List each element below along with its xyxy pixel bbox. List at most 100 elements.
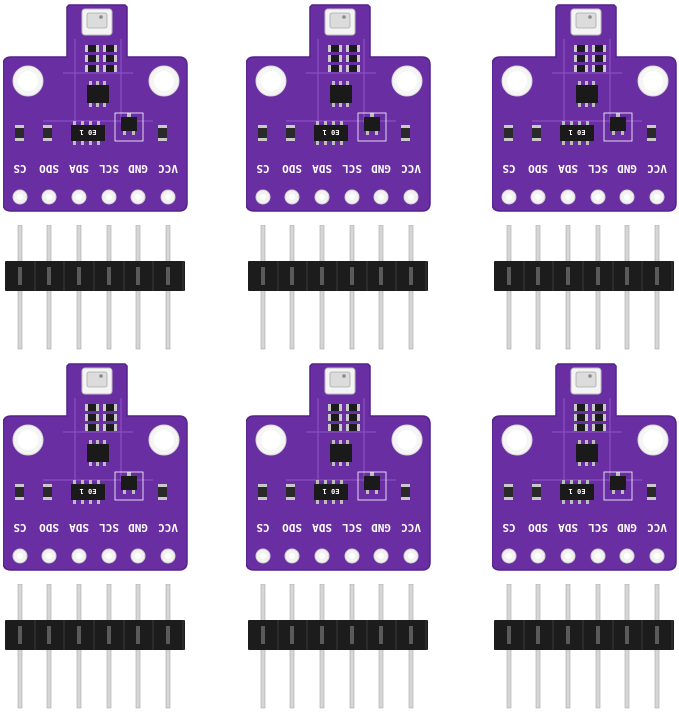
smd-component: [328, 414, 342, 421]
chip-marking: E0 1: [323, 487, 340, 495]
smd-component: [85, 424, 99, 431]
pin-label-sdo: SDO: [528, 521, 548, 534]
regulator-chip: [576, 440, 598, 466]
header-body: [494, 261, 674, 291]
header-body: [5, 261, 185, 291]
capacitor: [532, 125, 541, 141]
regulator-chip: [330, 440, 352, 466]
capacitor: [43, 484, 52, 500]
pin-header-icon: [5, 584, 185, 709]
smd-component: [574, 414, 588, 421]
transistor: [603, 471, 633, 501]
chip-marking: E0 1: [323, 128, 340, 136]
pin-label-sda: SDA: [69, 162, 89, 175]
pin-label-sda: SDA: [312, 162, 332, 175]
regulator-chip: [330, 81, 352, 107]
pin-label-cs: CS: [256, 162, 269, 175]
regulator-chip: [576, 81, 598, 107]
pin-label-cs: CS: [13, 521, 26, 534]
pin-label-sda: SDA: [558, 162, 578, 175]
smd-component: [103, 45, 117, 52]
shifter-chip: E0 1: [560, 121, 594, 145]
chip-marking: E0 1: [80, 487, 97, 495]
smd-component: [346, 424, 360, 431]
capacitor: [158, 484, 167, 500]
smd-component: [592, 424, 606, 431]
pin-label-vcc: VCC: [158, 521, 178, 534]
smd-component: [85, 414, 99, 421]
capacitor: [532, 484, 541, 500]
pcb-outline: [246, 4, 431, 212]
capacitor: [258, 125, 267, 141]
pin-label-gnd: GND: [617, 521, 637, 534]
pin-header-icon: [494, 584, 674, 709]
transistor: [357, 471, 387, 501]
pin-label-gnd: GND: [371, 521, 391, 534]
pin-label-gnd: GND: [617, 162, 637, 175]
pin-label-vcc: VCC: [158, 162, 178, 175]
pin-label-sdo: SDO: [39, 521, 59, 534]
pressure-sensor-icon: [570, 8, 602, 36]
capacitor: [401, 484, 410, 500]
pcb-traces: [286, 39, 396, 123]
pressure-sensor-icon: [324, 8, 356, 36]
pcb-traces: [43, 39, 153, 123]
pin-header-icon: [248, 225, 428, 350]
smd-component: [85, 404, 99, 411]
pressure-sensor-icon: [81, 367, 113, 395]
shifter-chip: E0 1: [71, 121, 105, 145]
smd-component: [346, 55, 360, 62]
smd-component: [574, 45, 588, 52]
pin-label-sdo: SDO: [528, 162, 548, 175]
pcb-outline: [492, 4, 677, 212]
capacitor: [401, 125, 410, 141]
regulator-chip: [87, 81, 109, 107]
smd-component: [574, 424, 588, 431]
smd-component: [103, 404, 117, 411]
smd-component: [328, 65, 342, 72]
smd-component: [328, 424, 342, 431]
smd-component: [574, 404, 588, 411]
header-body: [248, 620, 428, 650]
pcb-traces: [532, 39, 642, 123]
pin-label-vcc: VCC: [647, 521, 667, 534]
pin-label-gnd: GND: [128, 521, 148, 534]
smd-component: [85, 45, 99, 52]
pin-label-scl: SCL: [588, 521, 608, 534]
pin-label-scl: SCL: [99, 521, 119, 534]
smd-component: [592, 55, 606, 62]
header-body: [248, 261, 428, 291]
pcb-traces: [286, 398, 396, 482]
capacitor: [158, 125, 167, 141]
smd-component: [346, 45, 360, 52]
pcb-traces: [532, 398, 642, 482]
smd-component: [592, 65, 606, 72]
pin-label-vcc: VCC: [401, 521, 421, 534]
pressure-sensor-icon: [81, 8, 113, 36]
pin-label-gnd: GND: [128, 162, 148, 175]
smd-component: [592, 414, 606, 421]
shifter-chip: E0 1: [560, 480, 594, 504]
smd-component: [328, 55, 342, 62]
pcb-outline: [246, 363, 431, 571]
pin-label-sdo: SDO: [39, 162, 59, 175]
pin-label-vcc: VCC: [401, 162, 421, 175]
smd-component: [328, 45, 342, 52]
capacitor: [15, 125, 24, 141]
pressure-sensor-icon: [324, 367, 356, 395]
capacitor: [286, 484, 295, 500]
pin-label-scl: SCL: [342, 521, 362, 534]
capacitor: [15, 484, 24, 500]
pin-header-icon: [5, 225, 185, 350]
pin-label-vcc: VCC: [647, 162, 667, 175]
